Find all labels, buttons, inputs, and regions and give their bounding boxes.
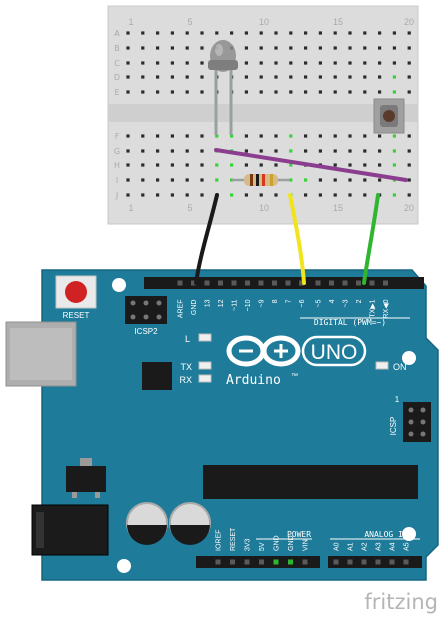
uno-badge bbox=[301, 335, 367, 367]
bb-row-e: E bbox=[114, 88, 119, 97]
digital-pin-label: ~9 bbox=[259, 299, 266, 307]
digital-pin-label: GND bbox=[191, 300, 198, 316]
yellow-wire[interactable] bbox=[288, 193, 306, 285]
mount-hole-2 bbox=[402, 351, 416, 365]
led-rx-indicator bbox=[198, 374, 212, 383]
capacitor-2 bbox=[169, 502, 211, 545]
digital-pin-label: 7 bbox=[286, 299, 293, 303]
led-l-indicator bbox=[198, 333, 212, 342]
bb-col-5-top: 5 bbox=[187, 17, 192, 27]
mount-hole-1 bbox=[112, 278, 126, 292]
bb-row-c: C bbox=[114, 59, 120, 68]
icsp2-label: ICSP2 bbox=[134, 327, 158, 336]
icsp-pin1-label: 1 bbox=[395, 395, 400, 404]
green-wire[interactable] bbox=[362, 193, 380, 285]
led-on-indicator bbox=[375, 361, 389, 370]
reset-button[interactable] bbox=[55, 275, 97, 309]
digital-pin-label: TX▶1 bbox=[370, 299, 377, 317]
digital-pin-label: RX◀0 bbox=[383, 299, 390, 318]
uno-label: UNO bbox=[311, 341, 358, 364]
power-jack[interactable] bbox=[31, 504, 109, 556]
on-label: ON bbox=[393, 362, 407, 372]
digital-pin-label: ~10 bbox=[245, 299, 252, 311]
bb-row-b: B bbox=[114, 44, 120, 53]
icsp2-header[interactable] bbox=[125, 296, 167, 324]
purple-wire[interactable] bbox=[214, 148, 408, 182]
bb-col-20-bottom: 20 bbox=[404, 203, 414, 213]
digital-pin-label: ~3 bbox=[343, 299, 350, 307]
power-pin-labels: IOREF RESET 3V3 5V GND GND VIN bbox=[216, 527, 310, 551]
breadboard: 1 5 10 15 20 1 5 10 15 20 A B C D E F G … bbox=[107, 5, 419, 225]
power-label: POWER bbox=[287, 530, 311, 539]
digital-pin-label: ~5 bbox=[316, 299, 323, 307]
arduino-tm: ™ bbox=[291, 373, 298, 380]
digital-pin-label: 4 bbox=[329, 299, 336, 303]
mount-hole-3 bbox=[402, 527, 416, 541]
analog-label: ANALOG IN bbox=[364, 530, 408, 539]
analog-pin-labels: A0 A1 A2 A3 A4 A5 bbox=[334, 542, 411, 551]
voltage-regulator bbox=[66, 458, 106, 498]
bb-row-d: D bbox=[114, 73, 120, 82]
mount-hole-4 bbox=[117, 559, 131, 573]
analog-pin-label: A4 bbox=[390, 542, 397, 551]
analog-header[interactable] bbox=[328, 556, 422, 568]
resistor[interactable] bbox=[232, 174, 290, 186]
power-pin-label: 3V3 bbox=[245, 538, 252, 551]
bb-row-i: I bbox=[116, 176, 118, 185]
digital-pin-label: AREF bbox=[178, 300, 185, 319]
digital-pin-label: 13 bbox=[205, 299, 212, 307]
digital-header[interactable] bbox=[144, 277, 424, 289]
power-pin-label: 5V bbox=[259, 542, 266, 551]
bb-col-1-top: 1 bbox=[128, 17, 133, 27]
capacitor-1 bbox=[126, 502, 168, 545]
bb-row-j: J bbox=[115, 191, 118, 200]
bb-col-15-bottom: 15 bbox=[333, 203, 343, 213]
led[interactable] bbox=[208, 40, 238, 135]
digital-pin-label: ~6 bbox=[299, 299, 306, 307]
digital-pin-labels: AREF GND 13 12 ~11 ~10 ~9 8 7 ~6 ~5 4 ~3 2 TX▶1 RX◀0 bbox=[178, 299, 391, 318]
pushbutton[interactable] bbox=[373, 98, 405, 134]
bb-col-10-top: 10 bbox=[259, 17, 269, 27]
arduino-logo-icon bbox=[226, 335, 301, 367]
atmega-chip bbox=[203, 465, 418, 499]
usb-chip bbox=[142, 362, 172, 390]
bb-row-h: H bbox=[114, 161, 120, 170]
analog-pin-label: A0 bbox=[334, 542, 341, 551]
power-pin-label: VIN bbox=[303, 539, 310, 551]
power-header[interactable] bbox=[196, 556, 320, 568]
icsp-label: ICSP bbox=[389, 417, 398, 436]
digital-pin-label: 2 bbox=[356, 299, 363, 303]
bb-col-20-top: 20 bbox=[404, 17, 414, 27]
power-pin-label: IOREF bbox=[216, 530, 223, 551]
digital-pin-label: 8 bbox=[272, 299, 279, 303]
led-rx-label: RX bbox=[179, 375, 192, 385]
digital-pin-label: ~11 bbox=[232, 299, 239, 310]
led-tx-indicator bbox=[198, 361, 212, 370]
bb-row-g: G bbox=[114, 147, 120, 156]
bb-col-15-top: 15 bbox=[333, 17, 343, 27]
analog-pin-label: A1 bbox=[348, 542, 355, 551]
bb-row-a: A bbox=[114, 29, 120, 38]
reset-label: RESET bbox=[63, 311, 90, 320]
icsp-header[interactable] bbox=[403, 402, 431, 442]
arduino-brand: Arduino bbox=[226, 373, 281, 388]
analog-pin-label: A5 bbox=[404, 542, 411, 551]
analog-pin-label: A3 bbox=[376, 542, 383, 551]
bb-col-10-bottom: 10 bbox=[259, 203, 269, 213]
power-pin-label: GND bbox=[274, 535, 281, 551]
analog-pin-label: A2 bbox=[362, 542, 369, 551]
power-pin-label: GND bbox=[288, 535, 295, 551]
digital-label: DIGITAL (PWM=~) bbox=[314, 318, 386, 327]
power-pin-label: RESET bbox=[230, 527, 237, 551]
bb-col-5-bottom: 5 bbox=[187, 203, 192, 213]
fritzing-watermark: fritzing bbox=[364, 590, 438, 614]
digital-pin-label: 12 bbox=[218, 299, 225, 307]
black-wire[interactable] bbox=[194, 193, 219, 285]
bb-row-f: F bbox=[115, 132, 120, 141]
bb-col-1-bottom: 1 bbox=[128, 203, 133, 213]
led-l-label: L bbox=[185, 334, 190, 344]
led-tx-label: TX bbox=[180, 362, 192, 372]
